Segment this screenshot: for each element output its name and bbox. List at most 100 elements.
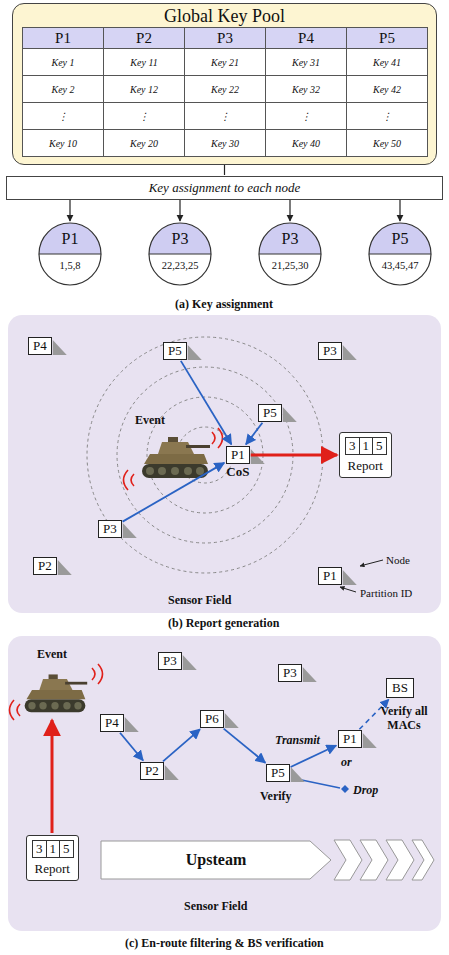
node-text: P5 [258, 404, 282, 422]
table-cell: Key 31 [265, 48, 347, 76]
sensor-node: P2 [140, 761, 164, 780]
arrow-outline [101, 841, 331, 879]
sensor-flag [343, 570, 357, 585]
connector [181, 361, 232, 444]
sensor-flag [123, 523, 137, 538]
circle-top [149, 223, 211, 254]
table-cell: Key 30 [184, 129, 266, 157]
table-cell: P2 [103, 27, 185, 49]
sensor-node: P1CoS [226, 445, 250, 479]
circle-outline [149, 223, 211, 285]
sensor-node: P1 [338, 729, 362, 748]
table-cell: Key 20 [103, 129, 185, 157]
sensor-flag [363, 733, 377, 748]
node-text: Key assignment to each node [149, 180, 301, 196]
tank-illustration [142, 437, 210, 478]
connector [289, 200, 290, 221]
node-text: 21,25,30 [258, 254, 322, 286]
text-label: Partition ID [360, 586, 412, 600]
sensor-node: P3 [318, 341, 342, 360]
node-text: 22,23,25 [148, 254, 212, 286]
text-label: Sensor Field [168, 593, 231, 607]
node-text: P4 [28, 337, 52, 355]
table-cell: ⋮ [346, 102, 428, 130]
tank-illustration [25, 674, 88, 712]
table-cell: Key 12 [103, 75, 185, 103]
signal-arcs [10, 428, 223, 720]
table-cell: Key 10 [22, 129, 104, 157]
sensor-node: P1 [318, 566, 342, 585]
table-cell: Key 32 [265, 75, 347, 103]
text-label: or [341, 755, 352, 769]
report-cells: 315 [32, 839, 73, 858]
circle-outline [369, 223, 431, 285]
node-text: P3 [98, 520, 122, 538]
table-cell: P1 [22, 27, 104, 49]
table-cell: P4 [265, 27, 347, 49]
node-text: P4 [100, 714, 124, 732]
chevron [386, 840, 414, 880]
node-text: Upsteam [186, 851, 246, 869]
sensor-node: P3 [158, 651, 182, 670]
table-cell: Key 11 [103, 48, 185, 76]
node-circle: P543,45,47 [368, 222, 432, 286]
chevron [334, 840, 362, 880]
node-text: 1,5,8 [38, 254, 102, 286]
sensor-node: P5 [266, 763, 290, 782]
node-text: P3 [158, 652, 182, 670]
sensor-node: P5 [163, 341, 187, 360]
connector [246, 423, 262, 445]
connector [399, 200, 400, 221]
connector [291, 745, 337, 767]
signal-arcs [98, 664, 103, 684]
table-cell: Key 21 [184, 48, 266, 76]
chevron [360, 840, 388, 880]
table-cell: Key 42 [346, 75, 428, 103]
text-label: Verify all MACs [372, 704, 436, 732]
connector [69, 200, 70, 221]
table-cell: Key 2 [22, 75, 104, 103]
node-text: P6 [200, 710, 224, 728]
text-label: Drop [353, 783, 378, 797]
table-cell: P5 [346, 27, 428, 49]
node-text: P5 [368, 222, 432, 254]
sensor-flag [225, 713, 239, 728]
leader-line [340, 587, 356, 592]
sensor-flag [165, 765, 179, 780]
report-cells: 315 [345, 436, 386, 455]
leader-line [360, 560, 383, 566]
node-circle: P322,23,25 [148, 222, 212, 286]
sensor-flag [53, 340, 377, 782]
report-box: 315Report [339, 432, 392, 478]
edge-label: Transmit [273, 733, 322, 748]
table-cell: ⋮ [184, 102, 266, 130]
node-text: 3 [32, 840, 47, 858]
text-label: Event [135, 413, 165, 427]
text-label: (a) Key assignment [175, 297, 273, 311]
connector [120, 733, 143, 761]
sensor-node: P5 [258, 403, 282, 422]
text-label: (b) Report generation [168, 616, 279, 630]
sensor-node: P3 [98, 519, 122, 538]
node-text: Global Key Pool [13, 4, 436, 28]
panel-background [8, 315, 441, 931]
sensor-flag [283, 407, 297, 422]
circle-outline [259, 223, 321, 285]
drop-arrow [341, 785, 349, 793]
table-cell: ⋮ [265, 102, 347, 130]
sensor-flag [58, 560, 72, 575]
circle-divider [39, 254, 101, 255]
signal-arcs [212, 432, 215, 444]
table-cell: Key 22 [184, 75, 266, 103]
sensor-flag [343, 345, 357, 360]
signal-arcs [10, 700, 15, 720]
assignment-box: Key assignment to each node [6, 176, 443, 200]
table-cell: ⋮ [22, 102, 104, 130]
text-label: Sensor Field [184, 899, 247, 913]
node-text: P1 [338, 730, 362, 748]
panel-background [8, 315, 441, 613]
sensor-flag [188, 345, 202, 360]
sensor-node: P4 [100, 713, 124, 732]
circle-top [39, 223, 101, 254]
upstream-arrow: Upsteam [100, 840, 332, 880]
